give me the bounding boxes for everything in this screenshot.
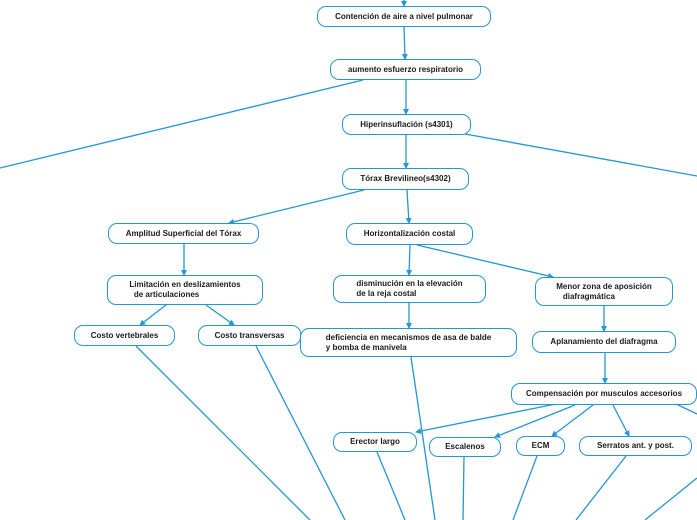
node-contencion-label: Contención de aire a nivel pulmonar xyxy=(335,11,473,21)
edge-horizontalizacion-disminucion xyxy=(406,244,413,276)
edge-ecm-down xyxy=(512,455,538,520)
node-hiperinsuflacion-label: Hiperinsuflación (s4301) xyxy=(360,119,453,129)
node-aplanamiento[interactable]: Aplanamiento del diafragma xyxy=(532,331,676,353)
edge-serratos-down xyxy=(575,455,627,520)
node-disminucion-label: disminución en la elevación de la reja c… xyxy=(356,279,463,298)
node-limitacion[interactable]: Limitación en deslizamientos de articula… xyxy=(107,275,263,305)
edge-torax-horizontalizacion xyxy=(405,189,412,224)
node-costo-transversas[interactable]: Costo transversas xyxy=(198,325,301,346)
edge-erector-down xyxy=(376,451,406,520)
node-amplitud-label: Amplitud Superficial del Tórax xyxy=(125,228,242,238)
edge-compensacion-erector xyxy=(415,403,557,434)
node-costo-vertebrales[interactable]: Costo vertebrales xyxy=(74,325,175,346)
node-torax[interactable]: Tórax Brevilineo(s4302) xyxy=(342,168,469,190)
edge-compensacion-right-offscreen xyxy=(675,403,697,415)
node-ecm[interactable]: ECM xyxy=(516,436,565,456)
node-erector-label: Erector largo xyxy=(350,437,400,446)
node-costo-vertebrales-label: Costo vertebrales xyxy=(90,330,159,340)
node-compensacion[interactable]: Compensación por musculos accesorios xyxy=(511,383,697,405)
node-deficiencia-label: deficiencia en mecanismos de asa de bald… xyxy=(325,332,492,352)
edge-costo-vertebrales-down xyxy=(135,345,311,520)
edge-torax-amplitud xyxy=(228,189,365,225)
edge-compensacion-serratos xyxy=(612,404,630,437)
node-disminucion[interactable]: disminución en la elevación de la reja c… xyxy=(333,275,486,303)
node-menor-zona[interactable]: Menor zona de aposición diafragmática xyxy=(535,277,673,306)
edge-limitacion-costo-transversas xyxy=(205,304,235,326)
node-horizontalizacion[interactable]: Horizontalización costal xyxy=(346,223,473,245)
node-horizontalizacion-label: Horizontalización costal xyxy=(363,229,456,238)
node-compensacion-label: Compensación por musculos accesorios xyxy=(525,389,683,398)
node-aumento[interactable]: aumento esfuerzo respiratorio xyxy=(330,59,481,80)
node-aumento-label: aumento esfuerzo respiratorio xyxy=(347,64,464,74)
node-ecm-label: ECM xyxy=(531,441,550,450)
node-hiperinsuflacion[interactable]: Hiperinsuflación (s4301) xyxy=(342,114,471,135)
node-costo-transversas-label: Costo transversas xyxy=(214,330,285,340)
edge-aumento-left-offscreen xyxy=(0,79,364,169)
node-torax-label: Tórax Brevilineo(s4302) xyxy=(360,174,451,183)
edge-right-offscreen-down xyxy=(644,477,697,520)
edge-compensacion-ecm xyxy=(551,404,594,437)
node-serratos[interactable]: Serratos ant. y post. xyxy=(579,436,692,456)
edge-limitacion-costo-vertebrales xyxy=(139,304,167,326)
node-erector[interactable]: Erector largo xyxy=(333,432,417,452)
edge-contencion-aumento xyxy=(401,26,408,60)
node-contencion[interactable]: Contención de aire a nivel pulmonar xyxy=(317,6,491,27)
node-limitacion-label: Limitación en deslizamientos de articula… xyxy=(129,280,241,299)
node-deficiencia[interactable]: deficiencia en mecanismos de asa de bald… xyxy=(300,328,517,357)
node-escalenos-label: Escalenos xyxy=(445,442,485,451)
edge-escalenos-down xyxy=(462,456,465,520)
node-serratos-label: Serratos ant. y post. xyxy=(597,441,674,450)
node-amplitud[interactable]: Amplitud Superficial del Tórax xyxy=(108,223,259,244)
edge-horizontalizacion-menor-zona xyxy=(416,244,554,279)
node-escalenos[interactable]: Escalenos xyxy=(429,437,501,457)
edge-deficiencia-down xyxy=(410,356,436,520)
edge-hiperinsuflacion-right-offscreen xyxy=(464,133,697,177)
node-aplanamiento-label: Aplanamiento del diafragma xyxy=(550,337,658,346)
edge-compensacion-escalenos xyxy=(494,404,576,438)
node-menor-zona-label: Menor zona de aposición diafragmática xyxy=(556,281,652,301)
edge-costo-transversas-down xyxy=(255,345,346,520)
